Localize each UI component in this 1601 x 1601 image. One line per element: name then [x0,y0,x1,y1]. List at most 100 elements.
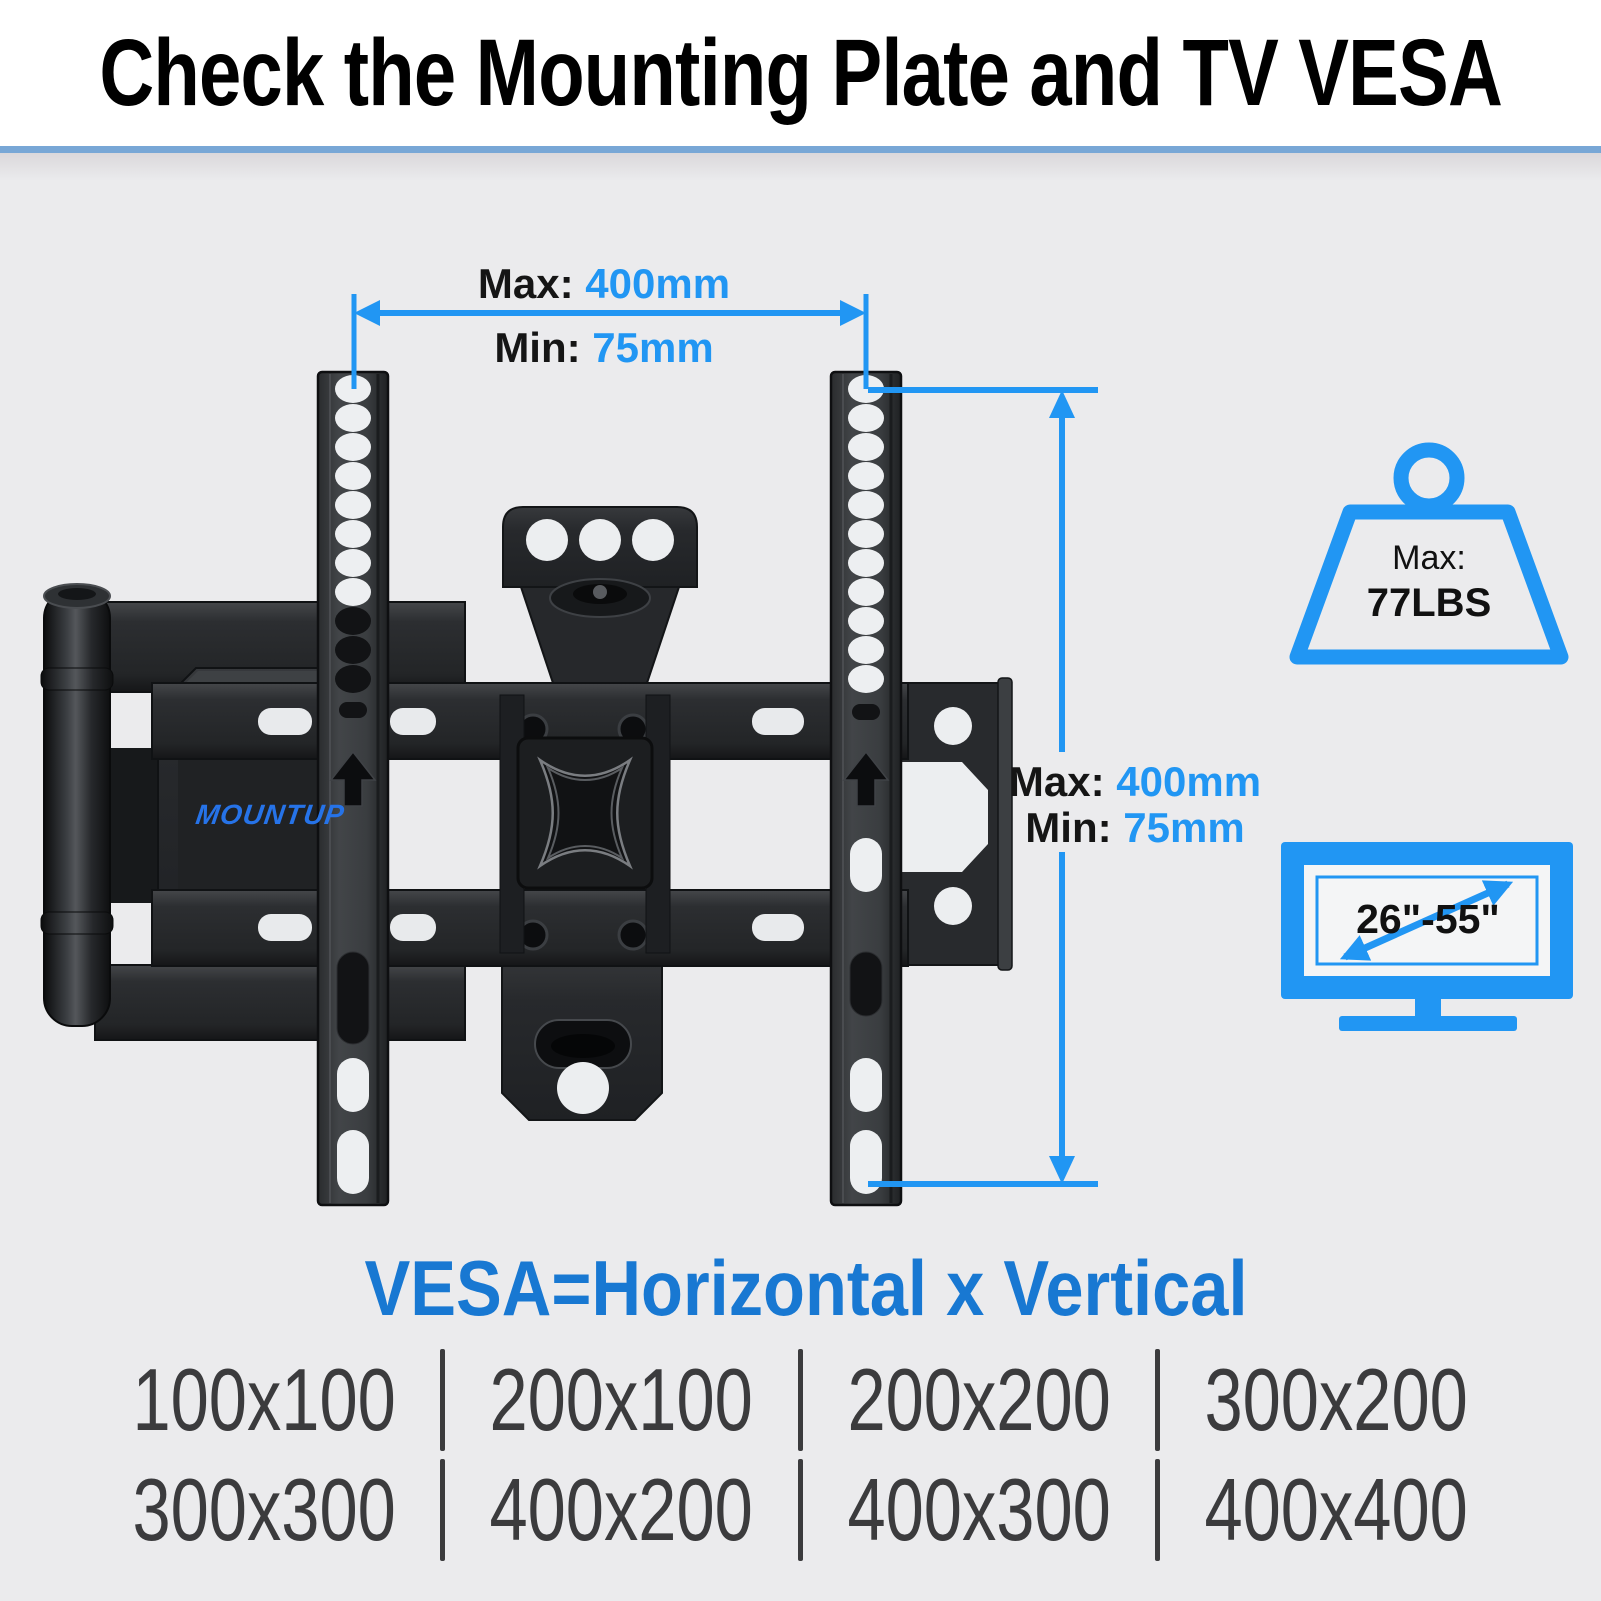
wall-plate-hole [579,519,621,561]
rail-slot [337,1058,369,1112]
rail-slot [336,951,370,1045]
page-title: Check the Mounting Plate and TV VESA [99,19,1503,126]
vesa-size: 200x100 [489,1350,754,1449]
up-arrow-icon [329,750,377,807]
vertical-dimension-min: Min: 75mm [1009,806,1261,850]
vesa-size-row-2: 300x300 400x200 400x300 400x400 [88,1455,1512,1565]
bolt [617,919,649,951]
weight-capacity-value: 77LBS [1366,581,1492,625]
beam-slot [752,708,804,735]
dim-value: 75mm [1123,804,1245,852]
beam-slot [258,914,312,941]
vesa-hole [335,549,371,577]
diagonal-arrow-icon [1339,880,1514,961]
vesa-hole [848,549,884,577]
horizontal-dimension-min: Min: 75mm [494,324,714,371]
vesa-plate [499,694,671,954]
vesa-hole [335,520,371,548]
wall-plate-bottom [501,949,663,1121]
vesa-hole [848,607,884,635]
lower-arm [94,964,466,1041]
header: Check the Mounting Plate and TV VESA [0,0,1601,146]
brand-logo: MOUNTUP [193,799,347,830]
end-plate-cutout [900,762,988,872]
vesa-separator [797,1459,803,1561]
vesa-size: 400x400 [1204,1460,1468,1559]
dim-value: 75mm [592,324,714,371]
cylinder-joint [40,911,114,935]
vertical-dimension-labels: Max: 400mm Min: 75mm [1009,758,1261,852]
vesa-hole [848,636,884,664]
header-separator [0,146,1601,153]
beam-slot [390,708,436,735]
horizontal-dimension-max: Max: 400mm [477,260,730,307]
vesa-size: 400x300 [846,1460,1111,1559]
vesa-size: 300x300 [132,1460,396,1559]
wall-plate-hole [632,519,674,561]
weight-capacity-label: Max: [1392,539,1466,577]
vesa-hole [335,578,371,606]
vesa-hole [335,665,371,693]
vesa-heading: VESA=Horizontal x Vertical [364,1244,1248,1332]
weight-icon [1289,442,1569,665]
vesa-hole [335,491,371,519]
cylinder-joint [40,667,114,691]
vesa-separator [440,1349,446,1451]
bowtie-recess [537,756,633,870]
swivel-cylinder [43,589,111,1027]
vesa-size-row-1: 100x100 200x100 200x200 300x200 [88,1345,1512,1455]
vesa-separator [1154,1459,1160,1561]
cylinder-cap-inner [58,588,96,600]
dim-label: Max: [477,260,574,307]
left-vesa-rail [316,370,390,1207]
header-fade [0,153,1601,181]
vesa-hole [335,462,371,490]
vesa-size: 200x200 [846,1350,1111,1449]
screw-hole [934,887,972,925]
wall-plate-hole [557,1062,609,1114]
tv-stand-base [1339,1016,1517,1031]
vesa-hole [848,520,884,548]
vertical-dimension-arrow [868,387,1098,1187]
wall-plate-hole [526,519,568,561]
vesa-hole [848,578,884,606]
tv-icon [1281,842,1573,1031]
dim-label: Min: [1025,804,1112,852]
up-arrow-icon [842,750,890,807]
vesa-hole [339,702,367,718]
vesa-separator [440,1459,446,1561]
dim-value: 400mm [1116,758,1262,805]
vesa-separator [797,1349,803,1451]
wall-plate-top [502,506,698,684]
beam-slot [390,914,436,941]
rail-slot [849,951,883,1017]
vesa-hole [335,607,371,635]
screw-hole [934,707,972,745]
vesa-separator [1154,1349,1160,1451]
rail-slot [850,1058,882,1112]
rail-slot [850,1130,882,1194]
vesa-hole [848,462,884,490]
beam-slot [752,914,804,941]
horizontal-dimension-arrow [351,294,869,389]
vesa-hole [335,404,371,432]
right-vesa-rail [829,370,903,1207]
tv-stand-post [1415,999,1441,1016]
vesa-hole [852,704,880,720]
vesa-hole [848,665,884,693]
rail-slot [850,838,882,892]
vesa-hole [848,404,884,432]
vesa-hole [848,491,884,519]
tv-size-range: 26"-55" [1356,896,1500,942]
vesa-hole [335,433,371,461]
vertical-dimension-max: Max: 400mm [1008,758,1262,805]
vesa-hole [335,636,371,664]
vesa-size: 100x100 [132,1350,396,1449]
vesa-size: 300x200 [1204,1350,1468,1449]
dim-label: Min: [494,324,581,371]
vesa-size: 400x200 [489,1460,754,1559]
dim-label: Max: [1008,758,1105,805]
beam-slot [258,708,312,735]
